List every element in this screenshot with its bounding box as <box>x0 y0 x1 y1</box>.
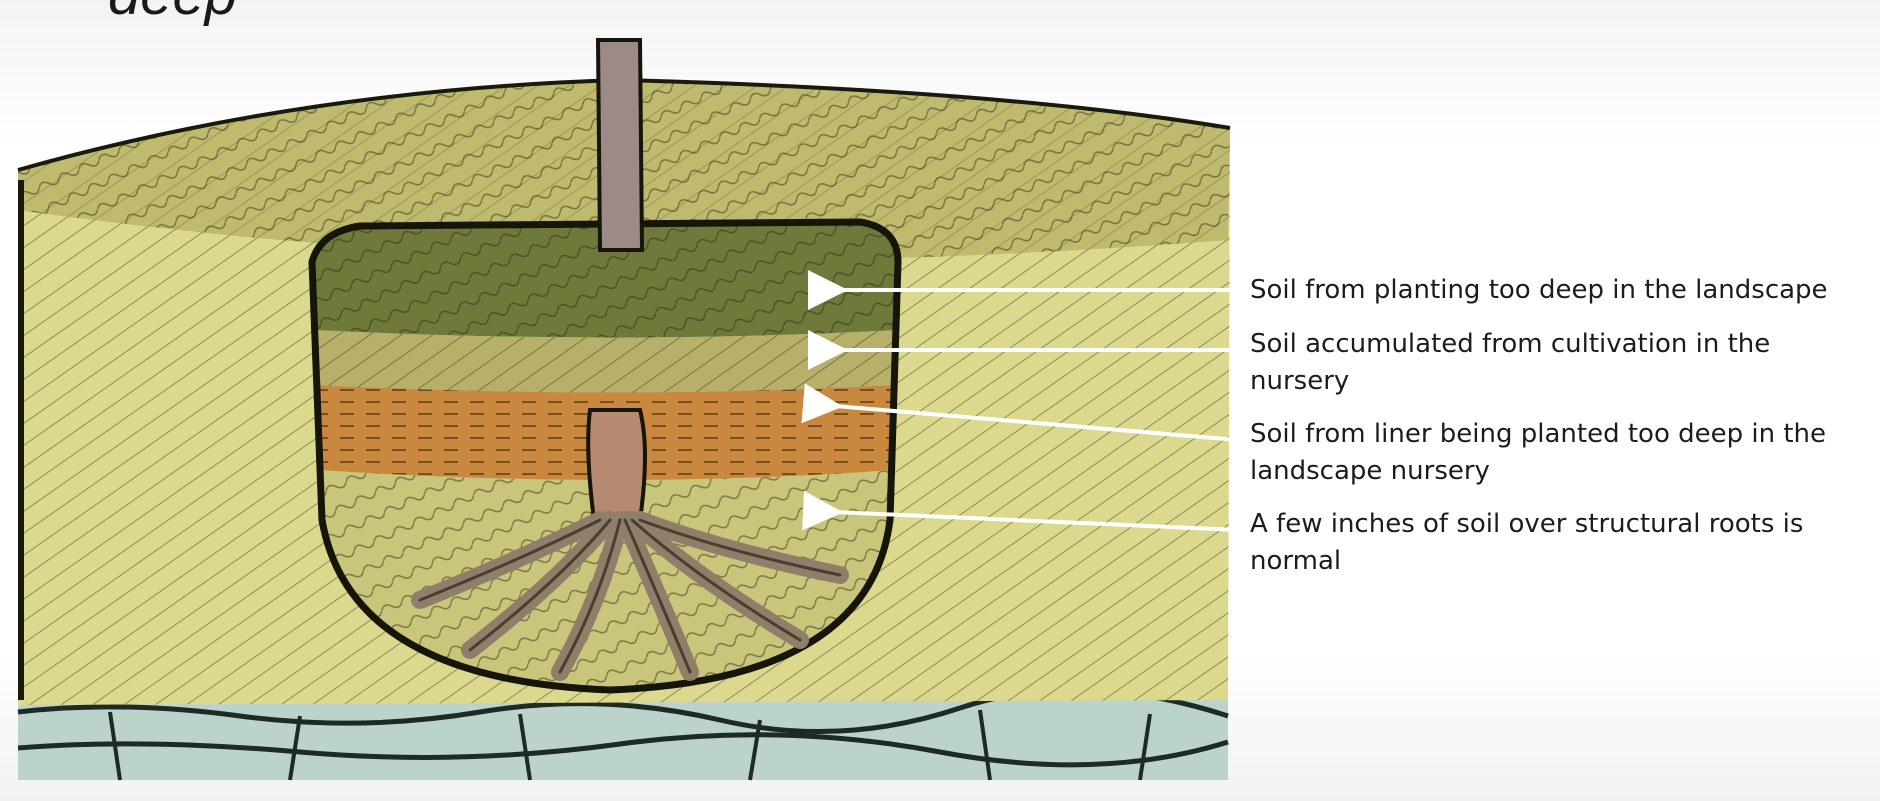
label-cultivation-soil: Soil accumulated from cultivation in the… <box>1250 326 1875 400</box>
label-normal-soil-depth: A few inches of soil over structural roo… <box>1250 506 1875 580</box>
tree-trunk <box>598 40 642 250</box>
label-liner-soil: Soil from liner being planted too deep i… <box>1250 416 1875 490</box>
label-landscape-soil: Soil from planting too deep in the lands… <box>1250 272 1875 309</box>
